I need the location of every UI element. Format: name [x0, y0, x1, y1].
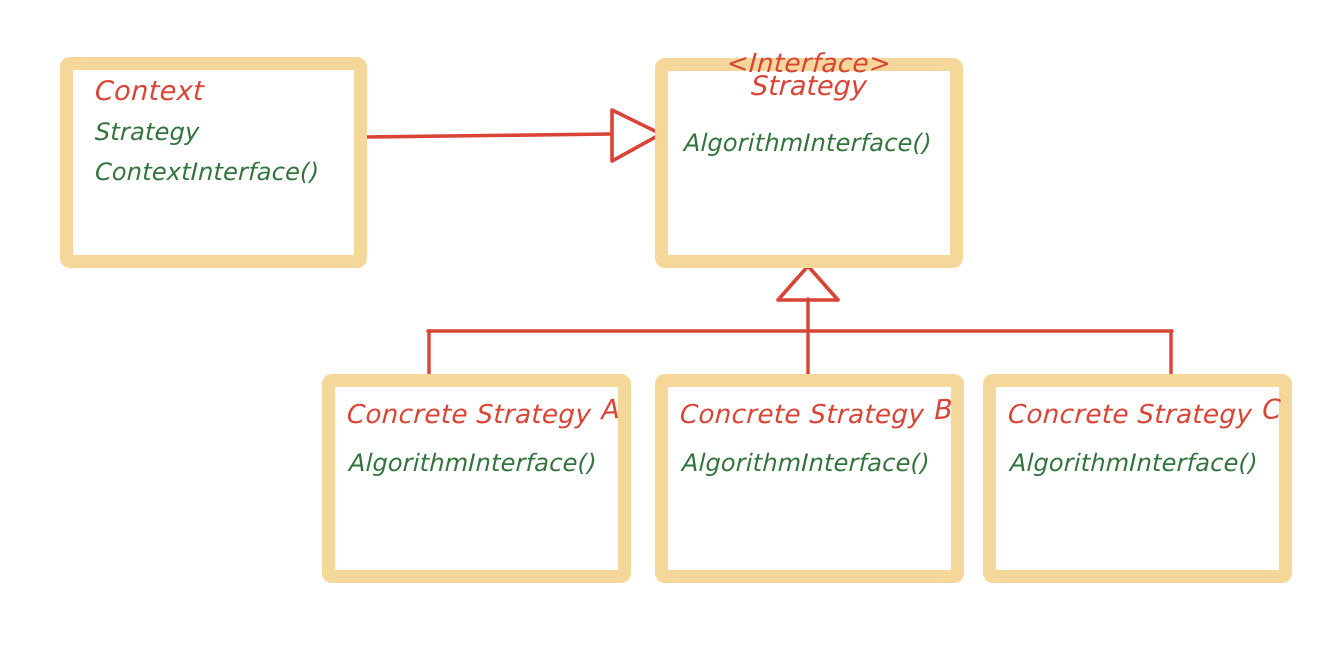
- class-member-strategy-0: AlgorithmInterface(): [683, 129, 933, 157]
- class-name-text: Concrete Strategy: [1007, 400, 1253, 430]
- class-name-concrete-strategy-b: Concrete Strategy B: [679, 394, 954, 430]
- class-box-context[interactable]: Context Strategy ContextInterface(): [60, 57, 367, 268]
- class-name-text: Concrete Strategy: [346, 400, 592, 430]
- class-name-concrete-strategy-a: Concrete Strategy A: [346, 394, 621, 430]
- connector-generalization-bus: [426, 264, 1174, 379]
- class-member-concrete-strategy-c-0: AlgorithmInterface(): [1009, 449, 1259, 477]
- class-box-strategy-interface[interactable]: <Interface> Strategy AlgorithmInterface(…: [655, 49, 963, 268]
- class-box-concrete-strategy-c[interactable]: Concrete Strategy C AlgorithmInterface(): [983, 374, 1292, 583]
- class-name-strategy: Strategy: [750, 71, 868, 102]
- hollow-triangle-inheritance-icon: [776, 264, 840, 302]
- class-member-context-1: ContextInterface(): [94, 158, 320, 186]
- class-name-suffix: A: [601, 394, 621, 427]
- hollow-triangle-arrowhead-icon: [610, 108, 663, 163]
- class-name-suffix: C: [1262, 394, 1282, 427]
- class-name-concrete-strategy-c: Concrete Strategy C: [1007, 394, 1282, 430]
- class-name-text: Concrete Strategy: [679, 400, 925, 430]
- class-box-concrete-strategy-a[interactable]: Concrete Strategy A AlgorithmInterface(): [322, 374, 631, 583]
- class-name-suffix: B: [934, 394, 954, 427]
- class-member-concrete-strategy-b-0: AlgorithmInterface(): [681, 449, 931, 477]
- class-name-context: Context: [94, 76, 205, 107]
- class-member-concrete-strategy-a-0: AlgorithmInterface(): [348, 449, 598, 477]
- class-member-context-0: Strategy: [94, 118, 200, 146]
- connector-context-to-strategy: [364, 108, 663, 163]
- class-box-concrete-strategy-b[interactable]: Concrete Strategy B AlgorithmInterface(): [655, 374, 964, 583]
